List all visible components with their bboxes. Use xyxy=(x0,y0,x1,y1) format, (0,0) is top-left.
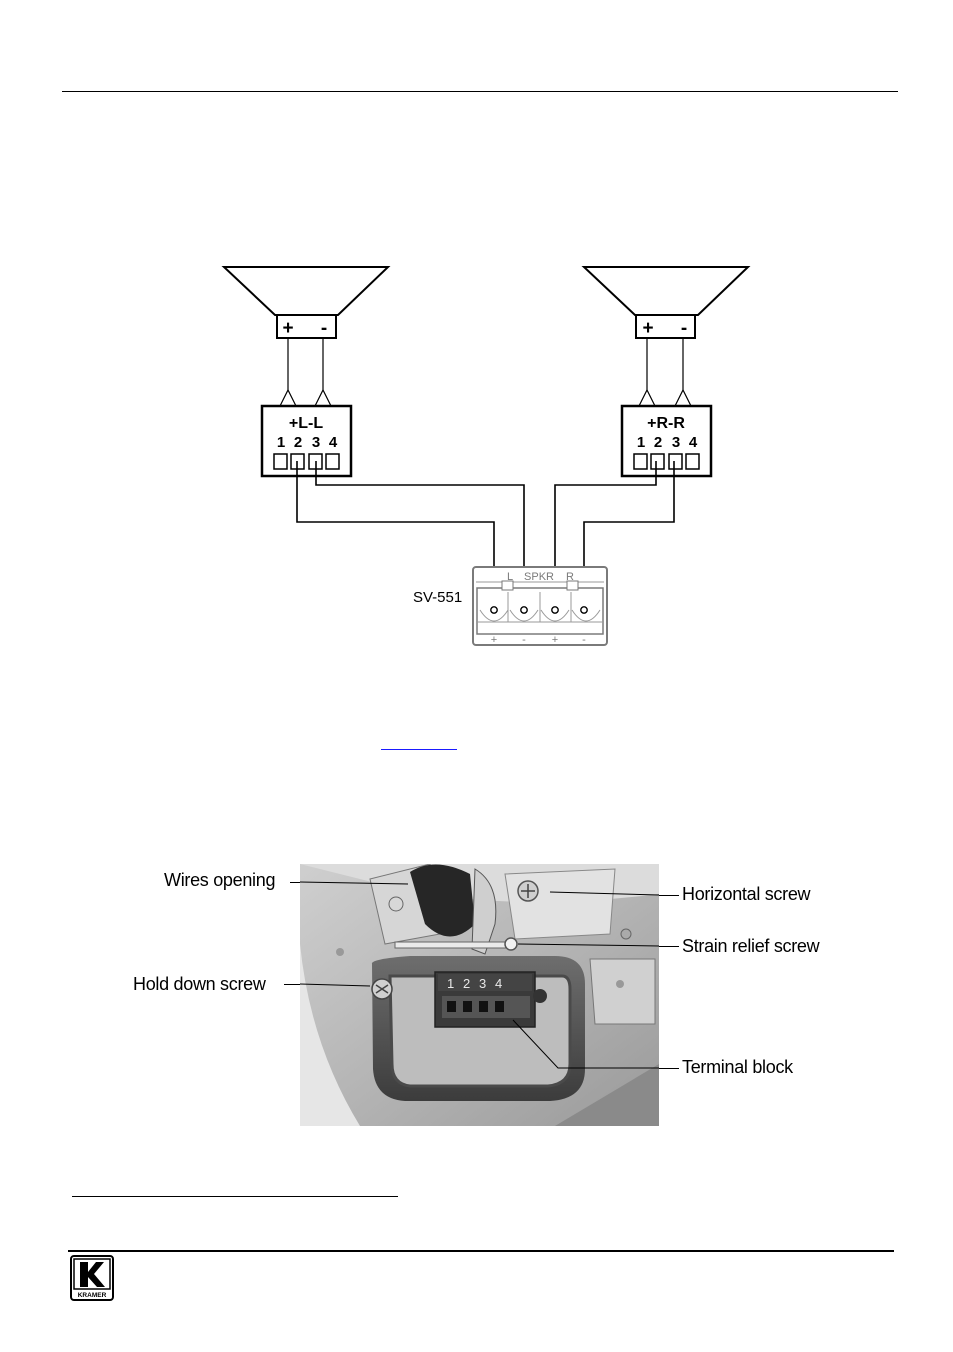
right-speaker-minus: - xyxy=(681,318,687,339)
callout-line-horizontal xyxy=(659,895,679,896)
right-pin-label: 2 xyxy=(654,434,662,451)
callout-line-terminal xyxy=(659,1068,679,1069)
connector-polarity: - xyxy=(522,634,526,646)
left-pin-label: 4 xyxy=(329,434,338,451)
left-pin-label: 3 xyxy=(312,434,320,451)
hyperlink-underline[interactable] xyxy=(381,749,457,750)
device-label: SV-551 xyxy=(413,589,462,606)
callout-line-wires xyxy=(290,882,300,883)
connector-l-label: L xyxy=(507,571,513,583)
left-terminal-block: +L-L 1 2 3 4 xyxy=(262,406,351,476)
left-speaker-minus: - xyxy=(321,318,327,339)
callout-line-strain xyxy=(659,946,679,947)
left-speaker-plus: + xyxy=(282,318,293,339)
footer-rule xyxy=(68,1250,894,1252)
callout-strain-relief-screw: Strain relief screw xyxy=(682,936,819,957)
sv551-connector: L SPKR R + - + - xyxy=(473,567,607,646)
connector-polarity: - xyxy=(582,634,586,646)
kramer-logo: KRAMER xyxy=(70,1255,114,1301)
kramer-logo-mark: KRAMER xyxy=(70,1255,114,1301)
callout-hold-down-screw: Hold down screw xyxy=(133,974,266,995)
right-pin-label: 3 xyxy=(672,434,680,451)
callout-line-hold-down xyxy=(284,984,300,985)
photo-illustration: 1 2 3 4 xyxy=(300,864,659,1126)
right-block-title: +R-R xyxy=(647,415,685,432)
left-pin-label: 1 xyxy=(277,434,285,451)
photo-terminal-number: 3 xyxy=(479,976,486,991)
footnote-rule xyxy=(72,1196,398,1197)
connector-spkr-label: SPKR xyxy=(524,571,554,583)
photo-terminal-number: 1 xyxy=(447,976,454,991)
right-pin-label: 1 xyxy=(637,434,645,451)
callout-wires-opening: Wires opening xyxy=(164,870,275,891)
connector-polarity: + xyxy=(491,634,497,646)
installation-photo: 1 2 3 4 xyxy=(300,864,659,1126)
left-block-title: +L-L xyxy=(289,415,323,432)
callout-terminal-block: Terminal block xyxy=(682,1057,793,1078)
callout-horizontal-screw: Horizontal screw xyxy=(682,884,810,905)
photo-terminal-number: 4 xyxy=(495,976,502,991)
right-pin-label: 4 xyxy=(689,434,698,451)
left-speaker: + - xyxy=(224,267,388,339)
left-speaker-leads xyxy=(280,338,331,406)
right-speaker-leads xyxy=(639,338,691,406)
right-terminal-block: +R-R 1 2 3 4 xyxy=(622,406,711,476)
speaker-wiring-diagram: + - + - +L-L 1 2 3 4 +R-R 1 xyxy=(0,0,953,700)
left-pin-label: 2 xyxy=(294,434,302,451)
right-speaker: + - xyxy=(584,267,748,339)
right-speaker-plus: + xyxy=(642,318,653,339)
photo-terminal-number: 2 xyxy=(463,976,470,991)
connector-polarity: + xyxy=(552,634,558,646)
kramer-logo-text: KRAMER xyxy=(78,1292,107,1299)
connector-r-label: R xyxy=(566,571,574,583)
